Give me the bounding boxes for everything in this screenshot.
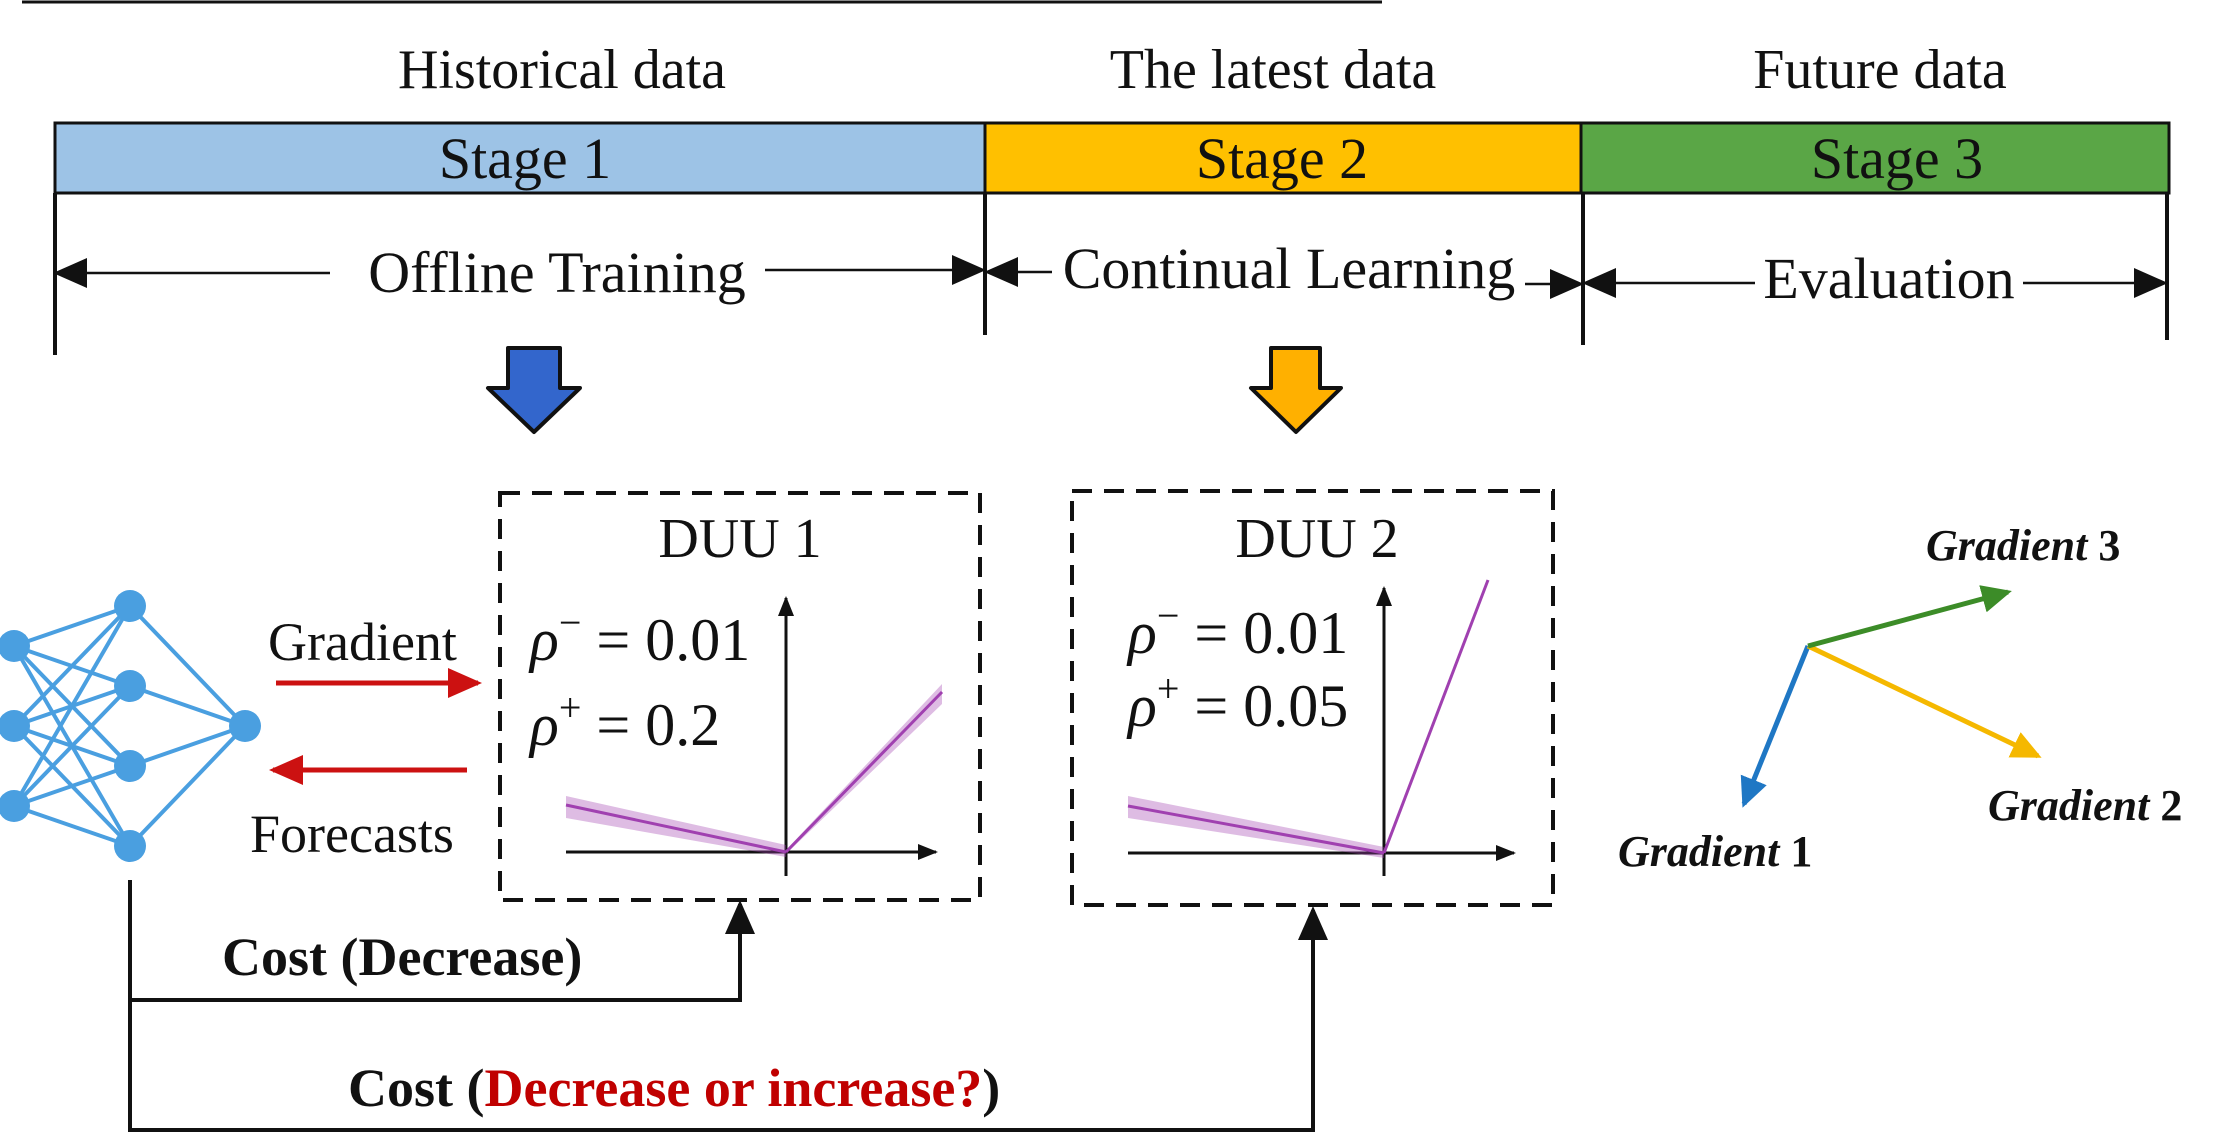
duu-1-left-band	[566, 796, 786, 857]
duu-2-right-slope	[1382, 579, 1490, 854]
duu-2-rho-minus: ρ− = 0.01	[1126, 593, 1348, 666]
duu-1-title: DUU 1	[658, 508, 821, 570]
evaluation-label: Evaluation	[1763, 246, 2014, 311]
network-node	[114, 830, 146, 862]
forecasts-flow-label: Forecasts	[250, 804, 454, 864]
network-edge	[13, 604, 131, 648]
network-node	[114, 670, 146, 702]
latest-data-label: The latest data	[1110, 39, 1437, 101]
gradient-1-vector	[1740, 645, 1811, 808]
stage-2-down-arrow-icon	[1249, 346, 1343, 434]
stage-3-label: Stage 3	[1811, 126, 1983, 191]
historical-data-label: Historical data	[398, 39, 726, 101]
network-node	[0, 630, 30, 662]
stage-2-bar	[983, 121, 1583, 195]
duu-2-left-band	[1128, 796, 1384, 858]
network-edge	[129, 724, 246, 768]
network-edge	[128, 604, 247, 728]
stage-1-label: Stage 1	[439, 126, 611, 191]
cost-uncertain-connector	[128, 906, 1328, 1132]
network-node	[114, 750, 146, 782]
network-edge	[12, 604, 132, 808]
duu-1-right-slope	[784, 690, 944, 854]
stage-1-down-arrow-icon	[486, 346, 582, 434]
duu-1-rho-plus: ρ+ = 0.2	[528, 685, 720, 758]
network-node	[229, 710, 261, 742]
cost-decrease-label: Cost (Decrease)	[222, 927, 582, 987]
offline-training-label: Offline Training	[368, 240, 746, 305]
network-node	[114, 590, 146, 622]
stage-2-label: Stage 2	[1196, 126, 1368, 191]
network-edge	[129, 684, 246, 728]
gradient-2-vector	[1806, 643, 2042, 759]
network-edge	[12, 684, 132, 808]
cost-decrease-connector	[128, 880, 755, 1002]
duu-1-left-slope	[565, 803, 787, 854]
duu-2-left-slope	[1127, 804, 1385, 855]
future-data-label: Future data	[1753, 39, 2007, 101]
network-node	[0, 710, 30, 742]
network-edge	[13, 764, 131, 808]
duu-2-title: DUU 2	[1235, 508, 1398, 570]
duu-1-rho-minus: ρ− = 0.01	[528, 600, 750, 673]
gradient-1-label: Gradient 1	[1618, 827, 1812, 876]
stage-3-bar	[1579, 121, 2171, 195]
gradient-3-vector	[1807, 585, 2012, 649]
cost-uncertain-label: Cost (Decrease or increase?)	[348, 1058, 1000, 1118]
gradient-flow-label: Gradient	[268, 612, 457, 672]
neural-network-icon	[0, 590, 261, 862]
network-edge	[128, 724, 247, 848]
gradient-3-label: Gradient 3	[1926, 521, 2120, 570]
continual-learning-label: Continual Learning	[1063, 236, 1516, 301]
network-node	[0, 790, 30, 822]
network-edge	[13, 804, 131, 848]
gradient-2-label: Gradient 2	[1988, 781, 2182, 830]
duu-2-rho-plus: ρ+ = 0.05	[1126, 666, 1348, 739]
duu-2-box	[1070, 489, 1555, 907]
network-edge	[12, 604, 132, 728]
